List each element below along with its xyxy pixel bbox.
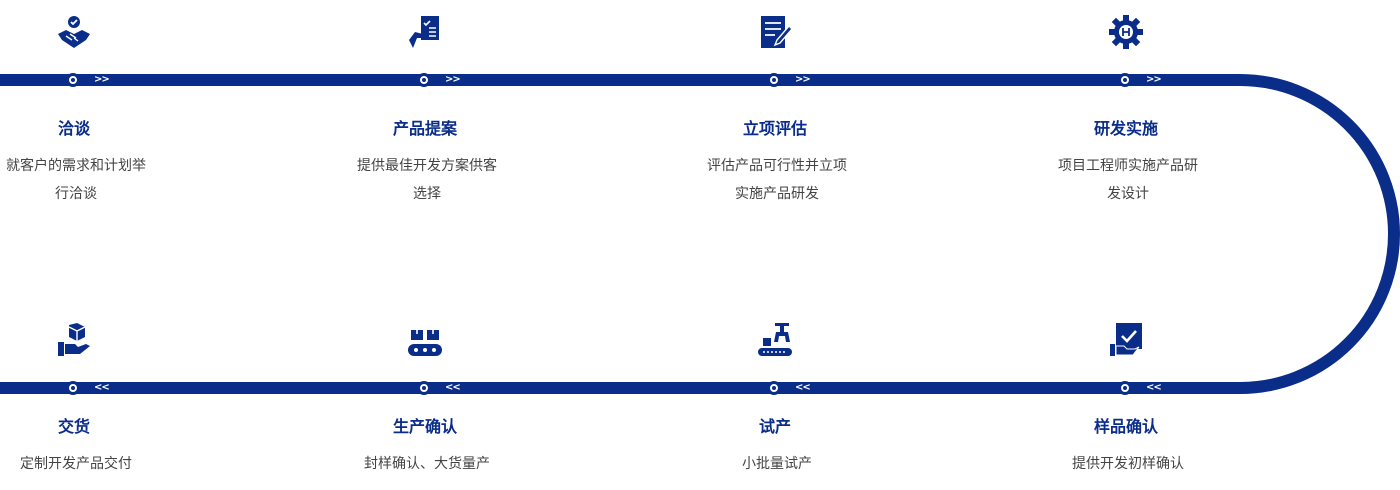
step-description: 定制开发产品交付 — [20, 456, 132, 472]
conveyor-icon — [408, 330, 442, 356]
step-title: 试产 — [758, 417, 791, 436]
step-description: 提供开发初样确认 — [1072, 456, 1184, 472]
hand-box-icon — [58, 323, 90, 356]
hand-document-icon — [409, 16, 439, 48]
step-title: 生产确认 — [392, 417, 457, 436]
step-title: 洽谈 — [57, 119, 90, 138]
step-title: 交货 — [57, 417, 90, 436]
edit-document-icon — [761, 16, 793, 48]
step-description: 评估产品可行性并立项实施产品研发 — [707, 158, 847, 202]
step-title: 产品提案 — [392, 119, 457, 138]
step-description: 封样确认、大货量产 — [364, 456, 490, 472]
step-description: 小批量试产 — [742, 456, 812, 472]
step-description: 提供最佳开发方案供客选择 — [357, 158, 497, 202]
hand-check-icon — [1110, 323, 1142, 356]
handshake-icon — [58, 16, 90, 48]
step-title: 立项评估 — [742, 119, 807, 138]
step-title: 样品确认 — [1093, 417, 1158, 436]
gear-icon — [1109, 15, 1143, 49]
step-description: 就客户的需求和计划举行洽谈 — [6, 158, 146, 202]
step-title: 研发实施 — [1093, 119, 1158, 138]
robot-arm-icon — [758, 323, 792, 356]
step-description: 项目工程师实施产品研发设计 — [1058, 158, 1198, 202]
